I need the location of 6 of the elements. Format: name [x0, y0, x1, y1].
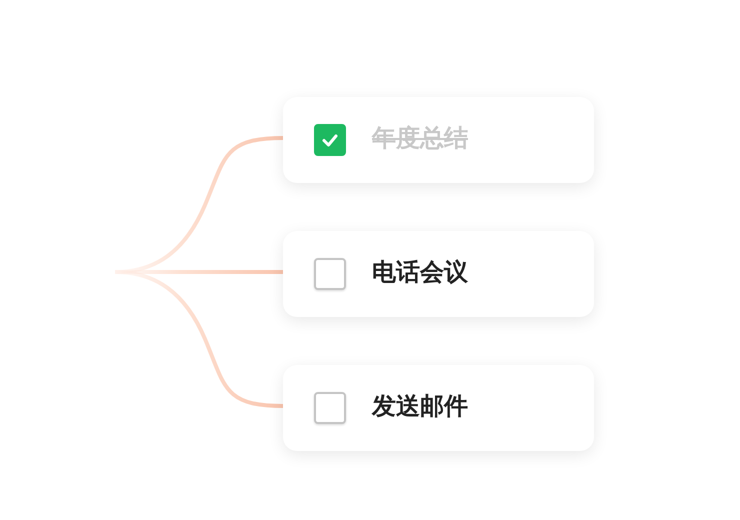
task-card: [283, 365, 594, 451]
task-text: 电话会议: [372, 257, 468, 288]
connector-line: [114, 270, 284, 408]
task-card: [283, 231, 594, 317]
task-card: [283, 97, 594, 183]
task-text: 发送邮件: [372, 391, 468, 422]
